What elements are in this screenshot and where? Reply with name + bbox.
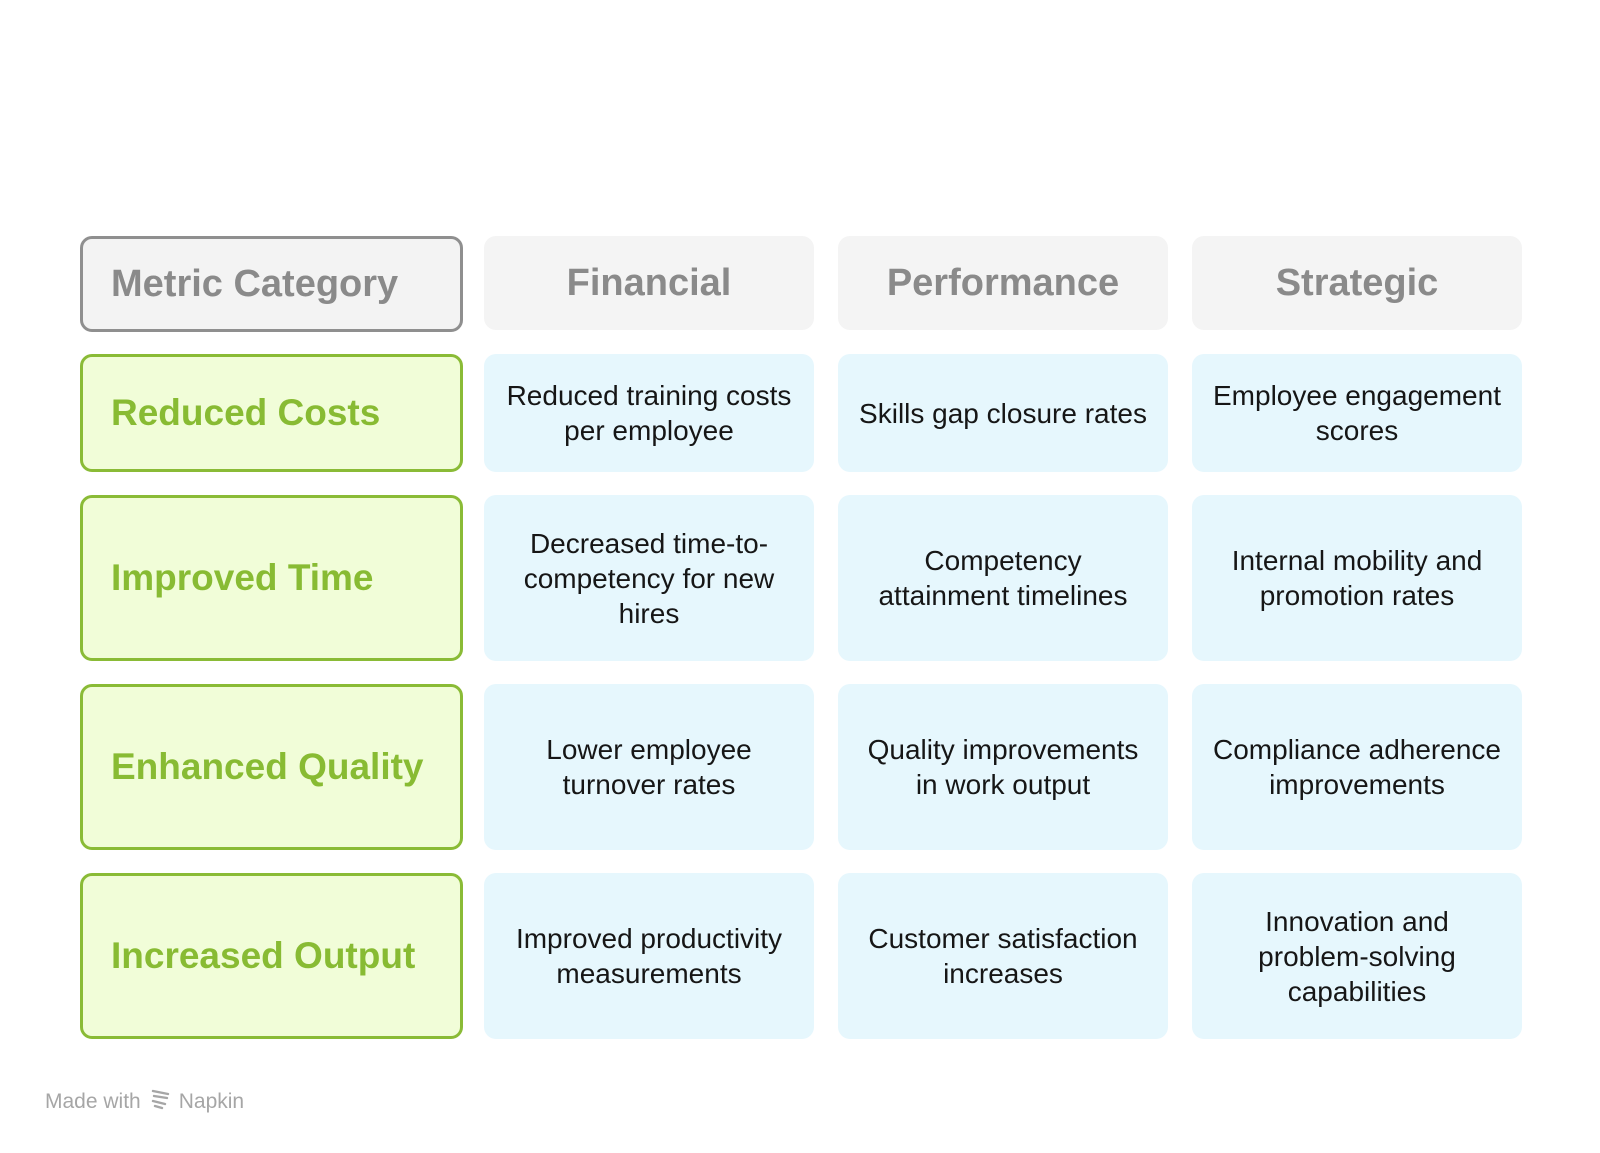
napkin-brand-label: Napkin <box>178 1090 245 1113</box>
column-header-financial: Financial <box>484 236 814 330</box>
row-label-enhanced-quality: Enhanced Quality <box>80 684 463 850</box>
table-cell: Lower employee turnover rates <box>484 684 814 850</box>
made-with-napkin-watermark[interactable]: Made with Napkin <box>45 1088 244 1116</box>
column-header-strategic: Strategic <box>1192 236 1522 330</box>
table-cell: Customer satisfaction increases <box>838 873 1168 1039</box>
table-cell: Competency attainment timelines <box>838 495 1168 661</box>
row-label-reduced-costs: Reduced Costs <box>80 354 463 472</box>
made-with-label: Made with <box>45 1090 141 1113</box>
table-cell: Compliance adherence improvements <box>1192 684 1522 850</box>
table-cell: Quality improvements in work output <box>838 684 1168 850</box>
row-label-increased-output: Increased Output <box>80 873 463 1039</box>
table-cell: Improved productivity measurements <box>484 873 814 1039</box>
header-metric-category: Metric Category <box>80 236 463 332</box>
column-header-performance: Performance <box>838 236 1168 330</box>
table-cell: Employee engagement scores <box>1192 354 1522 472</box>
table-cell: Internal mobility and promotion rates <box>1192 495 1522 661</box>
table-cell: Skills gap closure rates <box>838 354 1168 472</box>
row-label-improved-time: Improved Time <box>80 495 463 661</box>
table-cell: Innovation and problem-solving capabilit… <box>1192 873 1522 1039</box>
table-cell: Decreased time-to-competency for new hir… <box>484 495 814 661</box>
table-cell: Reduced training costs per employee <box>484 354 814 472</box>
napkin-logo-icon <box>151 1088 171 1116</box>
